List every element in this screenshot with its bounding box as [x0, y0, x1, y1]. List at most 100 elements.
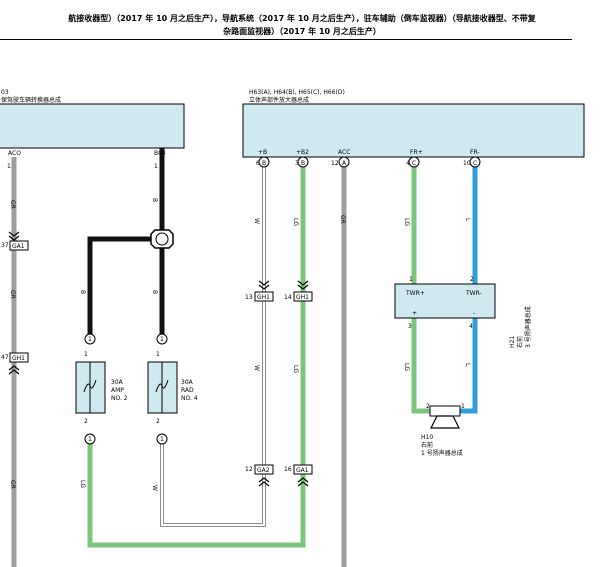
tweeter-pin-bottom-pos: 3: [408, 323, 412, 330]
wire-green-tweeter: [411, 318, 430, 414]
wire-label-lg1: LG: [79, 480, 86, 488]
ga1-left-chevron-icon: [8, 231, 20, 241]
ga1-left-num: 37: [1, 242, 9, 249]
connector-ga1-left: 37 GA1: [1, 231, 29, 251]
splice-joint: [155, 232, 169, 246]
wire-label-lg3: LG: [292, 365, 299, 373]
fuse1-bottom-connector: [84, 433, 96, 445]
pin-label-fr-neg: FR-: [470, 149, 480, 156]
pin-circle-acc: [338, 156, 350, 168]
fuse2-name2: NO. 4: [181, 395, 198, 402]
fuse-rad-no4: 1 1 2 1 30A RAD NO. 4: [147, 333, 198, 445]
ga1-lg-box: [293, 464, 313, 475]
tweeter-side: 右前: [516, 336, 524, 348]
wire-label-gr3: GR: [9, 480, 16, 489]
fuse1-bottom-conn: 1: [88, 436, 92, 443]
tweeter-pin-top-pos: 1: [409, 276, 413, 283]
diagram-title-line2: 杂路面监视器）（2017 年 10 月之后生产）: [223, 27, 381, 36]
left-component-name: 保驾驶车辆转换器总成: [1, 96, 61, 104]
ga2-id: GA2: [257, 467, 270, 474]
wire-black-branch: [87, 236, 162, 340]
pin-label-fr-pos: FR+: [410, 149, 423, 156]
pin-num-b04: 1: [154, 163, 158, 170]
wire-label-lg-fr: LG: [403, 218, 410, 226]
gh1-w-num: 13: [245, 294, 253, 301]
pin-num-acc: 12: [331, 160, 339, 167]
gh1-w-box: [254, 291, 274, 302]
wire-label-w2: W: [253, 218, 260, 224]
wire-label-l-tw: L: [464, 363, 471, 367]
ga1-lg-num: 16: [284, 466, 292, 473]
pin-circle-fr-pos: [408, 156, 420, 168]
diagram-title-line1: 航接收器型）（2017 年 10 月之后生产），导航系统（2017 年 10 月…: [68, 14, 536, 23]
fuse2-fuse-icon: [155, 379, 169, 393]
speaker-pin-pos: 2: [426, 403, 430, 410]
connector-gh1-w: 13 GH1: [245, 280, 274, 302]
tweeter-box-body: [394, 283, 496, 319]
left-component: 03 保驾驶车辆转换器总成 ACO B04 12 1: [0, 89, 185, 170]
gh1-left-chevron-icon: [8, 365, 20, 375]
gh1-lg-chevron-icon: [297, 280, 309, 290]
amplifier-box: [242, 103, 585, 158]
wire-label-b-left: B: [79, 290, 86, 294]
fuse2-top-connector: [156, 333, 168, 345]
fuse2-top-pin: 1: [156, 351, 160, 358]
wire-label-gr2: GR: [9, 290, 16, 299]
fuse1-name2: NO. 2: [111, 395, 128, 402]
tweeter-label-pos: TWR+: [405, 290, 425, 297]
pin-num-b2: 3: [295, 160, 299, 167]
left-component-code: 03: [1, 89, 9, 96]
fuse2-name1: RAD: [181, 387, 194, 394]
gh1-lg-num: 14: [284, 294, 292, 301]
gh1-left-id: GH1: [12, 355, 25, 362]
wire-label-lg-tw: LG: [403, 363, 410, 371]
wire-green-lg: [87, 167, 306, 548]
ga1-lg-chevron-icon: [297, 477, 309, 487]
wire-blue-tweeter: [460, 318, 478, 414]
connector-gh1-lg: 14 GH1: [284, 280, 313, 302]
ga1-lg-id: GA1: [296, 467, 309, 474]
fuse2-bottom-conn: 1: [160, 436, 164, 443]
pin-letter-acc: A: [342, 160, 347, 167]
connector-gh1-left: 47 GH1: [1, 352, 29, 375]
wire-label-b-right: B: [151, 290, 158, 294]
pin-letter-fr-pos: C: [412, 160, 416, 167]
wire-label-gr1: GR: [9, 200, 16, 209]
pin-letter-fr-neg: C: [473, 160, 477, 167]
fuse1-fuse-icon: [83, 379, 97, 393]
pin-letter-b: B: [262, 160, 266, 167]
fuse-amp-no2: 1 1 2 1 30A AMP NO. 2: [75, 333, 128, 445]
tweeter-label-neg: TWR-: [465, 290, 482, 297]
fuse1-top-connector: [84, 333, 96, 345]
pin-letter-b2: B: [301, 160, 305, 167]
fuse2-bottom-pin: 2: [156, 418, 160, 425]
wire-label-lg2: LG: [292, 218, 299, 226]
wire-label-w3: W: [253, 365, 260, 371]
fuse2-rating: 30A: [181, 379, 194, 386]
gh1-w-chevron-icon: [258, 280, 270, 290]
tweeter-caption: H21 右前 3 号扬声器总成: [509, 306, 532, 348]
gh1-left-box: [9, 352, 29, 363]
fuse1-rating: 30A: [111, 379, 124, 386]
speaker-code: H10: [421, 434, 433, 441]
title-rule: [0, 39, 572, 40]
pin-num-aco: 12: [7, 163, 15, 170]
gh1-left-num: 47: [1, 354, 9, 361]
ga2-chevron-icon: [258, 477, 270, 487]
pin-num-fr-pos: 4: [406, 160, 410, 167]
tweeter-pin-bottom-neg: 4: [469, 323, 473, 330]
ga2-box: [254, 464, 274, 475]
speaker-h10: 2 1 H10 右前 1 号扬声器总成: [421, 403, 465, 457]
speaker-side: 右前: [421, 441, 433, 449]
speaker-icon: [430, 415, 460, 429]
speaker-name: 1 号扬声器总成: [421, 449, 463, 457]
tweeter-code: H21: [509, 336, 516, 348]
fuse2-bottom-connector: [156, 433, 168, 445]
fuse2-top-conn: 1: [160, 336, 164, 343]
tweeter-pin-top-neg: 2: [470, 276, 474, 283]
pin-num-b: 6: [256, 160, 260, 167]
connector-ga1-lg: 16 GA1: [284, 464, 313, 487]
fuse1-name1: AMP: [111, 387, 124, 394]
pin-label-b: +B: [258, 149, 267, 156]
gh1-lg-id: GH1: [296, 294, 309, 301]
